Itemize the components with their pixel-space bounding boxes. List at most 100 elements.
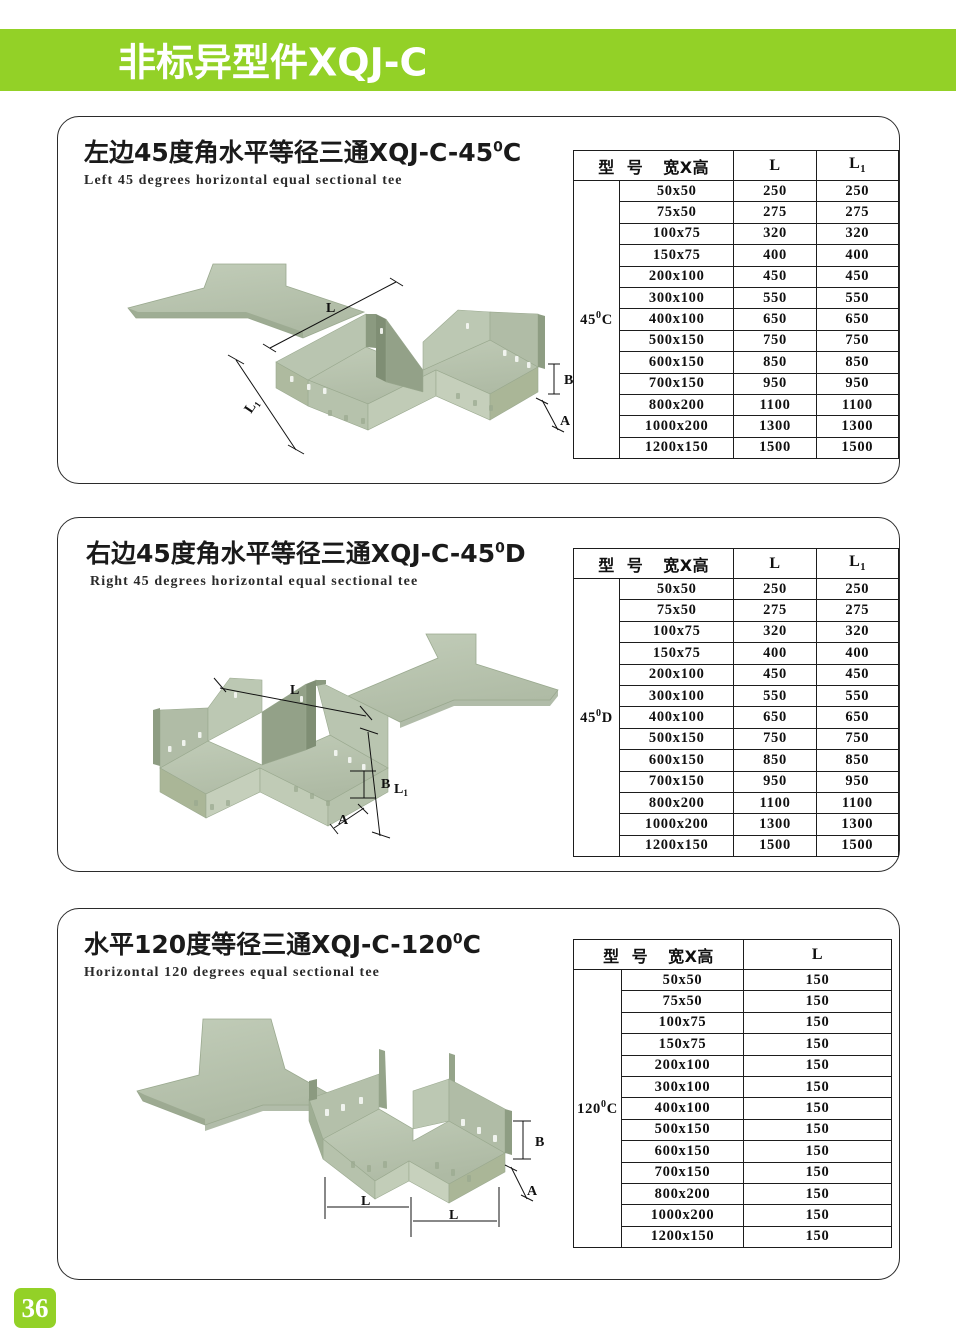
cell-L: 650 <box>733 308 817 331</box>
cell-L1: 950 <box>815 372 900 395</box>
cell-L: 650 <box>733 706 817 729</box>
cell-size: 75x50 <box>619 201 735 224</box>
cell-L1: 275 <box>815 201 900 224</box>
cell-size: 1200x150 <box>619 834 735 858</box>
header-model-ch1: 型 <box>598 157 615 177</box>
tray-body <box>308 1049 512 1204</box>
cell-size: 200x100 <box>619 663 735 686</box>
cell-L1: 550 <box>815 684 900 708</box>
cover-plate <box>136 1018 332 1131</box>
header-size: 宽X高 <box>668 946 714 966</box>
cell-L: 450 <box>733 265 817 288</box>
cell-size: 300x100 <box>619 684 735 708</box>
cell-size: 600x150 <box>619 749 735 772</box>
header-size: 宽X高 <box>663 555 710 575</box>
product-card-horizontal-120: 水平120度等径三通XQJ-C-1200C Horizontal 120 deg… <box>57 908 900 1280</box>
tray-body <box>153 677 389 827</box>
cell-size: 400x100 <box>621 1097 744 1120</box>
cell-size: 500x150 <box>621 1118 744 1142</box>
cell-L: 1100 <box>733 791 817 815</box>
cell-size: 200x100 <box>619 265 735 288</box>
dim-label-B: B <box>381 777 390 792</box>
cell-angle: 1200C <box>573 968 622 1249</box>
header-size: 宽X高 <box>663 157 710 177</box>
dim-label-L1: L1 <box>394 782 408 798</box>
product-card-left-45: 左边45度角水平等径三通XQJ-C-450C Left 45 degrees h… <box>57 116 900 484</box>
cell-L1: 1300 <box>815 813 900 836</box>
cell-L: 150 <box>743 1075 892 1099</box>
header-L: L <box>733 548 817 579</box>
product-title-cn-main: 水平120度等径三通XQJ-C-120 <box>84 930 453 959</box>
product-drawing-right-45: L B A L1 <box>138 628 578 858</box>
product-title-cn-degree: 0 <box>493 139 503 156</box>
cell-size: 700x150 <box>621 1161 744 1184</box>
dim-label-L1: L1 <box>242 396 263 417</box>
cell-size: 1000x200 <box>621 1204 744 1227</box>
cell-L: 150 <box>743 1097 892 1120</box>
card-title-block: 右边45度角水平等径三通XQJ-C-450D Right 45 degrees … <box>86 540 526 590</box>
table-header-row: 型号宽X高 L L1 <box>572 548 900 579</box>
header-L: L <box>743 939 892 970</box>
header-model-ch1: 型 <box>598 555 615 575</box>
header-L: L <box>733 150 817 181</box>
product-title-cn-main: 左边45度角水平等径三通XQJ-C-45 <box>84 138 494 167</box>
cell-size: 100x75 <box>619 620 735 644</box>
cell-size: 50x50 <box>619 179 735 203</box>
cell-L1: 650 <box>815 706 900 729</box>
cell-size: 800x200 <box>621 1182 744 1206</box>
cell-L: 320 <box>733 222 817 246</box>
page-header-banner: 非标异型件XQJ-C <box>0 29 956 91</box>
header-model-ch2: 号 <box>626 555 644 575</box>
cell-L: 750 <box>733 329 817 353</box>
cell-L: 150 <box>743 1225 892 1249</box>
cell-size: 1200x150 <box>619 436 735 460</box>
header-model: 型号宽X高 <box>573 939 744 970</box>
cell-L1: 950 <box>815 770 900 793</box>
cell-size: 50x50 <box>621 968 744 992</box>
cell-L1: 450 <box>815 663 900 686</box>
cell-L: 150 <box>743 1140 892 1163</box>
cell-size: 75x50 <box>619 599 735 622</box>
cell-L: 400 <box>733 642 817 665</box>
product-title-cn: 水平120度等径三通XQJ-C-1200C <box>84 931 481 959</box>
dim-label-L-right: L <box>449 1208 458 1223</box>
cell-L: 250 <box>733 179 817 203</box>
product-title-cn-degree: 0 <box>452 931 463 948</box>
dim-label-B: B <box>535 1135 544 1150</box>
cell-size: 300x100 <box>619 286 735 310</box>
cell-L: 275 <box>733 201 817 224</box>
cell-size: 800x200 <box>619 791 735 815</box>
product-title-cn-tail: C <box>462 930 481 959</box>
page-title: 非标异型件XQJ-C <box>118 40 428 85</box>
dim-label-L: L <box>326 301 335 316</box>
dim-label-L: L <box>290 683 299 698</box>
cell-L1: 250 <box>815 179 900 203</box>
cell-L: 450 <box>733 663 817 686</box>
cell-L1: 1100 <box>815 791 900 815</box>
cell-L1: 850 <box>815 749 900 772</box>
header-model-ch2: 号 <box>626 157 644 177</box>
cell-L: 150 <box>743 1161 892 1184</box>
header-L1: L1 <box>815 150 900 181</box>
product-drawing-horizontal-120: L L B A <box>113 1009 583 1259</box>
header-model: 型号宽X高 <box>572 548 735 579</box>
